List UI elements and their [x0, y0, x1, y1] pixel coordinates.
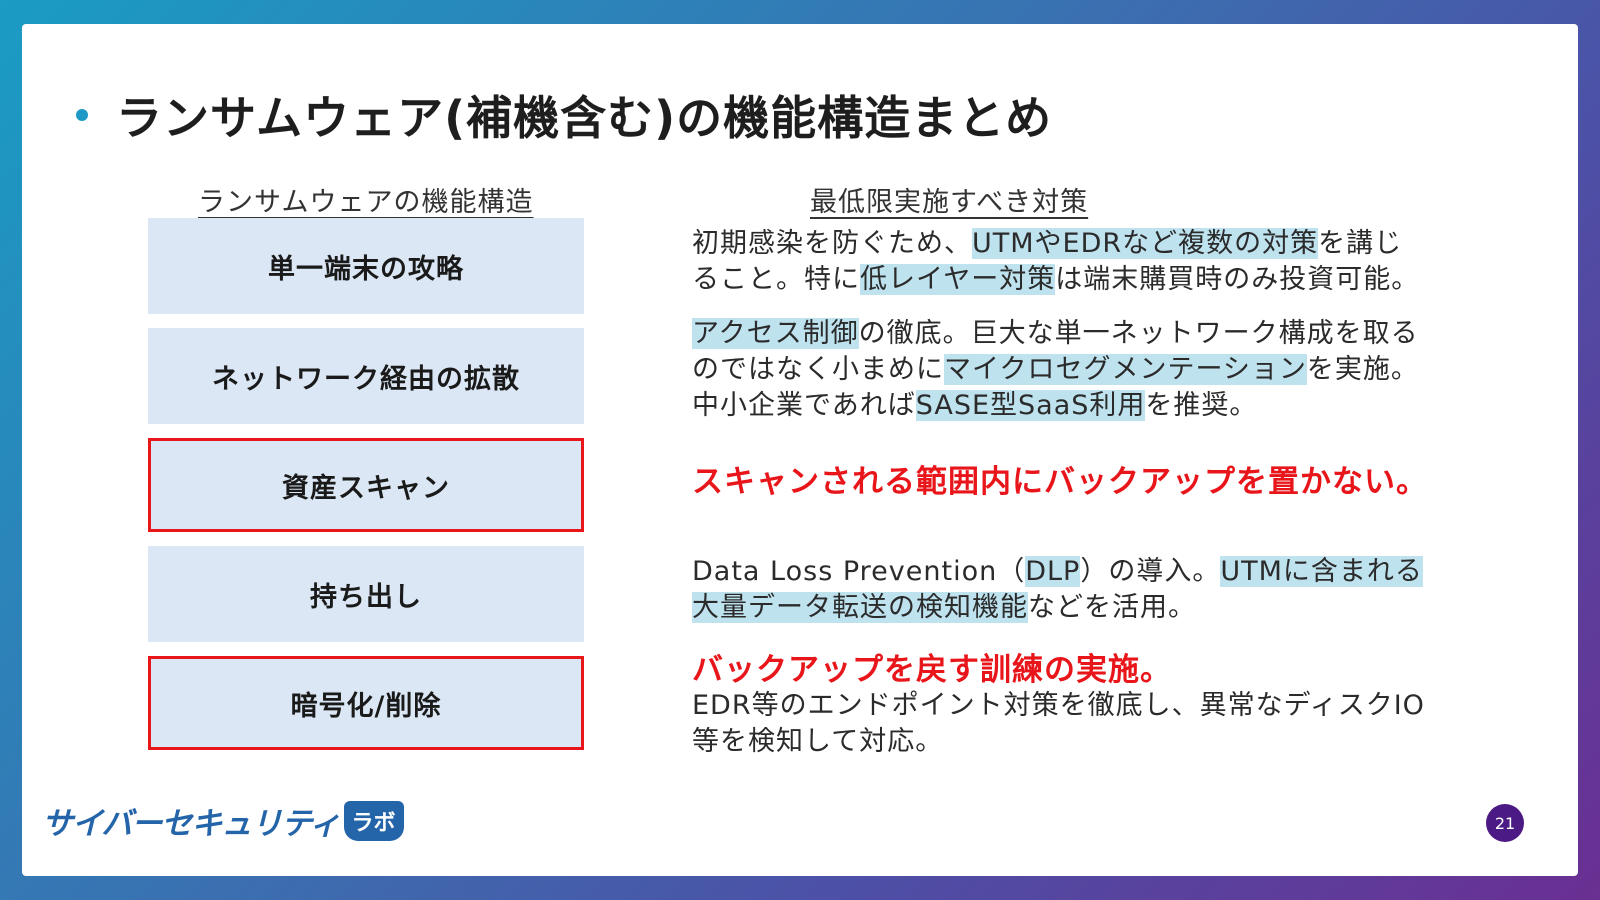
page-number-badge: 21: [1486, 804, 1524, 842]
text-span: ）の導入。: [1080, 556, 1221, 587]
logo-text: サイバーセキュリティ: [42, 806, 341, 842]
text-span: を推奨。: [1145, 390, 1258, 421]
stage-box-asset-scan: 資産スキャン: [148, 438, 584, 532]
measure-encrypt-delete: バックアップを戻す訓練の実施。 EDR等のエンドポイント対策を徹底し、異常なディ…: [692, 652, 1425, 760]
slide: ランサムウェア(補機含む)の機能構造まとめ ランサムウェアの機能構造 最低限実施…: [22, 24, 1578, 876]
text-span: の徹底。巨大な単一ネットワーク構成を取る: [858, 318, 1419, 349]
text-span: のではなく小まめに: [692, 354, 944, 385]
text-span: ること。特に: [692, 264, 860, 295]
bullet-icon: [76, 109, 88, 121]
text-span: などを活用。: [1028, 592, 1196, 623]
stage-box-single-endpoint: 単一端末の攻略: [148, 218, 584, 314]
measure-initial-infection: 初期感染を防ぐため、UTMやEDRなど複数の対策を講じ ること。特に低レイヤー対…: [692, 226, 1419, 298]
logo-badge: ラボ: [343, 800, 404, 841]
highlight-span: SASE型SaaS利用: [915, 390, 1146, 421]
highlight-span: DLP: [1025, 556, 1081, 587]
brand-logo: サイバーセキュリティ ラボ: [42, 798, 404, 843]
measure-heading: バックアップを戻す訓練の実施。: [692, 652, 1172, 688]
highlight-span: 大量データ転送の検知機能: [692, 592, 1028, 623]
stage-label: 資産スキャン: [282, 472, 450, 504]
highlight-span: マイクロセグメンテーション: [944, 354, 1307, 385]
right-column-heading: 最低限実施すべき対策: [810, 187, 1089, 218]
measure-exfiltration: Data Loss Prevention（DLP）の導入。UTMに含まれる 大量…: [692, 554, 1423, 626]
highlight-span: UTMやEDRなど複数の対策: [972, 228, 1319, 259]
stage-label: 暗号化/削除: [290, 690, 442, 722]
text-span: Data Loss Prevention（: [692, 556, 1026, 587]
stage-box-network-spread: ネットワーク経由の拡散: [148, 328, 584, 424]
title-row: ランサムウェア(補機含む)の機能構造まとめ: [76, 82, 1052, 148]
measure-line: EDR等のエンドポイント対策を徹底し、異常なディスクIO: [692, 690, 1425, 721]
text-span: を実施。: [1306, 354, 1419, 385]
text-span: は端末購買時のみ投資可能。: [1055, 264, 1420, 295]
stage-label: ネットワーク経由の拡散: [212, 363, 520, 395]
left-column-heading: ランサムウェアの機能構造: [198, 187, 534, 218]
measure-asset-scan: スキャンされる範囲内にバックアップを置かない。: [692, 464, 1428, 500]
stage-box-encrypt-delete: 暗号化/削除: [148, 656, 584, 750]
stage-box-exfiltration: 持ち出し: [148, 546, 584, 642]
highlight-span: アクセス制御: [692, 318, 859, 349]
text-span: を講じ: [1318, 228, 1403, 259]
measure-line: 等を検知して対応。: [692, 726, 944, 757]
highlight-span: 低レイヤー対策: [860, 264, 1056, 295]
highlight-span: UTMに含まれる: [1220, 556, 1423, 587]
text-span: 中小企業であれば: [692, 390, 916, 421]
text-span: 初期感染を防ぐため、: [692, 228, 972, 259]
slide-title: ランサムウェア(補機含む)の機能構造まとめ: [116, 91, 1053, 145]
stage-label: 単一端末の攻略: [268, 253, 464, 285]
stage-label: 持ち出し: [310, 581, 422, 613]
measure-network: アクセス制御の徹底。巨大な単一ネットワーク構成を取る のではなく小まめにマイクロ…: [692, 316, 1419, 424]
